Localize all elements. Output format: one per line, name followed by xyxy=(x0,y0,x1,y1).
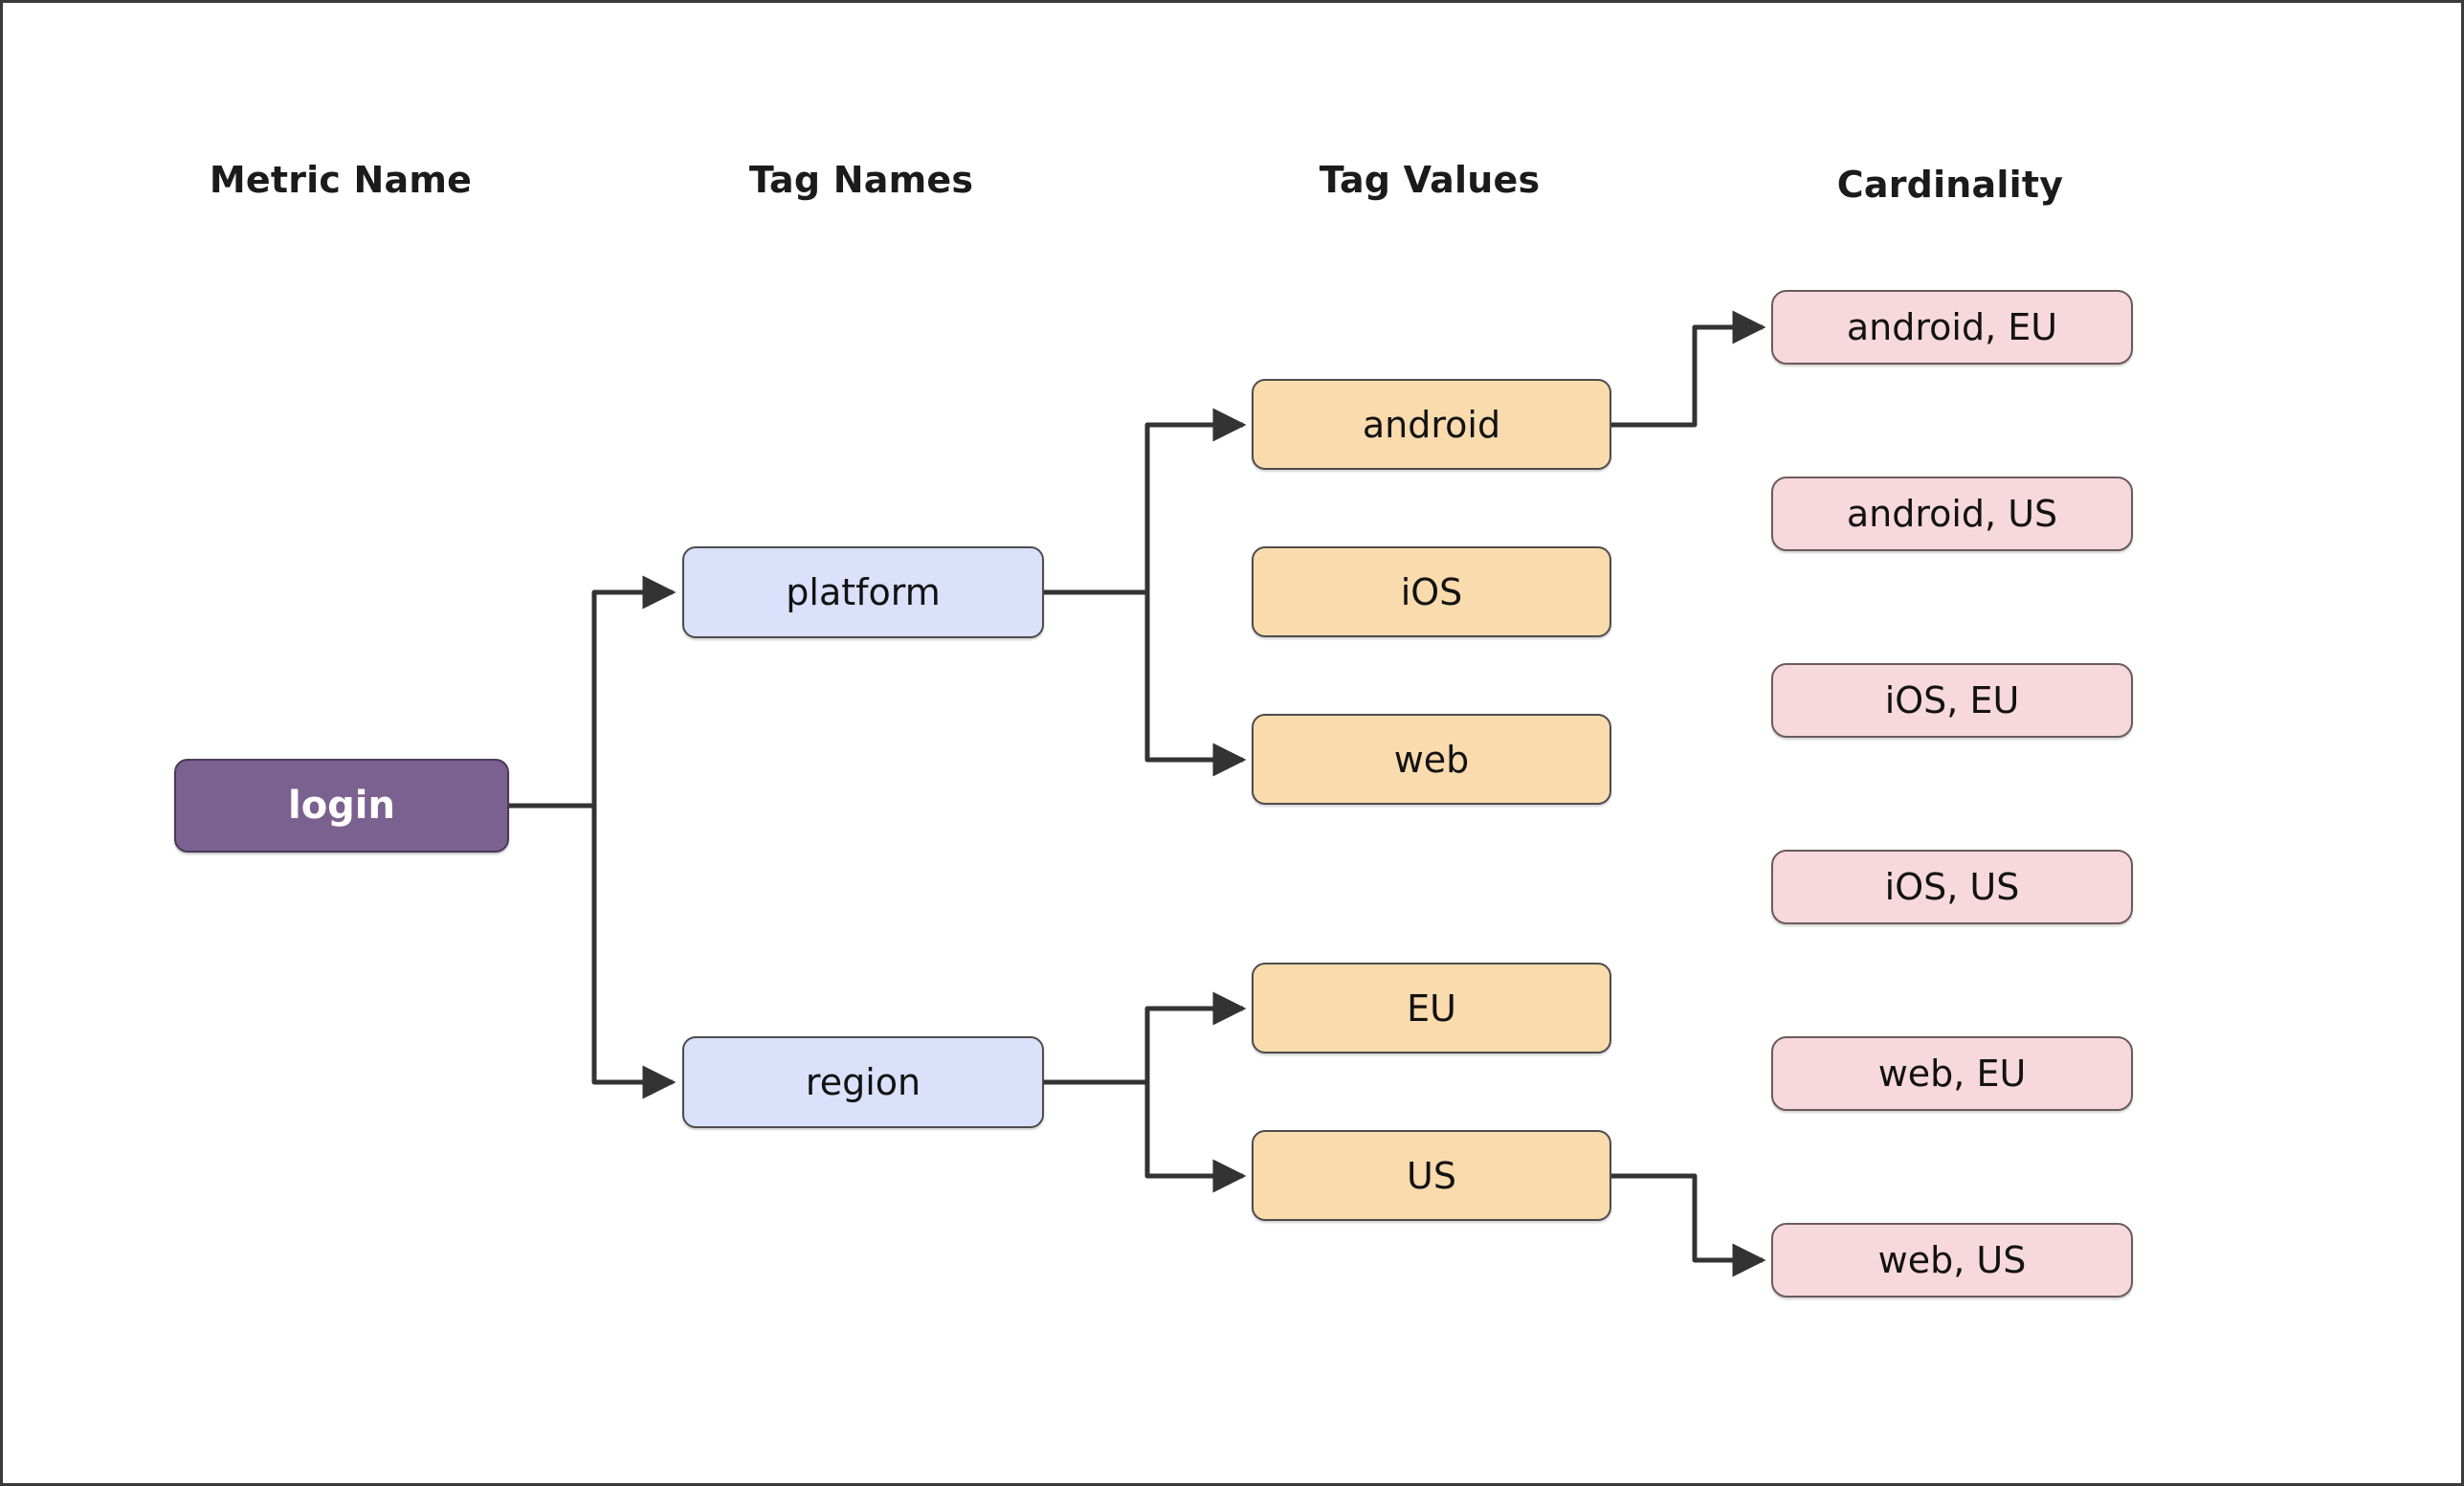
node-cardinality-ios-eu[interactable]: iOS, EU xyxy=(1771,663,2133,738)
node-tagvalue-ios[interactable]: iOS xyxy=(1252,546,1611,637)
node-cardinality-android-eu[interactable]: android, EU xyxy=(1771,290,2133,365)
column-header-cardinality: Cardinality xyxy=(1836,164,2064,206)
node-cardinality-web-eu[interactable]: web, EU xyxy=(1771,1036,2133,1111)
edge-platform-android xyxy=(1044,408,1247,595)
node-cardinality-ios-us[interactable]: iOS, US xyxy=(1771,850,2133,924)
column-header-tag-values: Tag Values xyxy=(1319,159,1541,201)
edge-login-region xyxy=(509,803,677,1099)
node-cardinality-android-us[interactable]: android, US xyxy=(1771,477,2133,551)
column-header-metric-name: Metric Name xyxy=(209,159,473,201)
column-header-tag-names: Tag Names xyxy=(748,159,974,201)
edge-region-eu xyxy=(1044,991,1247,1085)
node-tagvalue-eu[interactable]: EU xyxy=(1252,963,1611,1054)
edge-platform-web xyxy=(1044,589,1247,777)
node-tagname-region[interactable]: region xyxy=(682,1036,1044,1128)
node-metric-login[interactable]: login xyxy=(174,759,509,853)
node-tagname-platform[interactable]: platform xyxy=(682,546,1044,638)
edge-login-platform xyxy=(509,575,677,809)
node-tagvalue-web[interactable]: web xyxy=(1252,714,1611,805)
node-cardinality-web-us[interactable]: web, US xyxy=(1771,1223,2133,1297)
edge-us-web-us xyxy=(1611,1173,1766,1277)
node-tagvalue-android[interactable]: android xyxy=(1252,379,1611,470)
edge-region-us xyxy=(1044,1079,1247,1193)
node-tagvalue-us[interactable]: US xyxy=(1252,1130,1611,1221)
edge-android-android-eu xyxy=(1611,310,1766,428)
